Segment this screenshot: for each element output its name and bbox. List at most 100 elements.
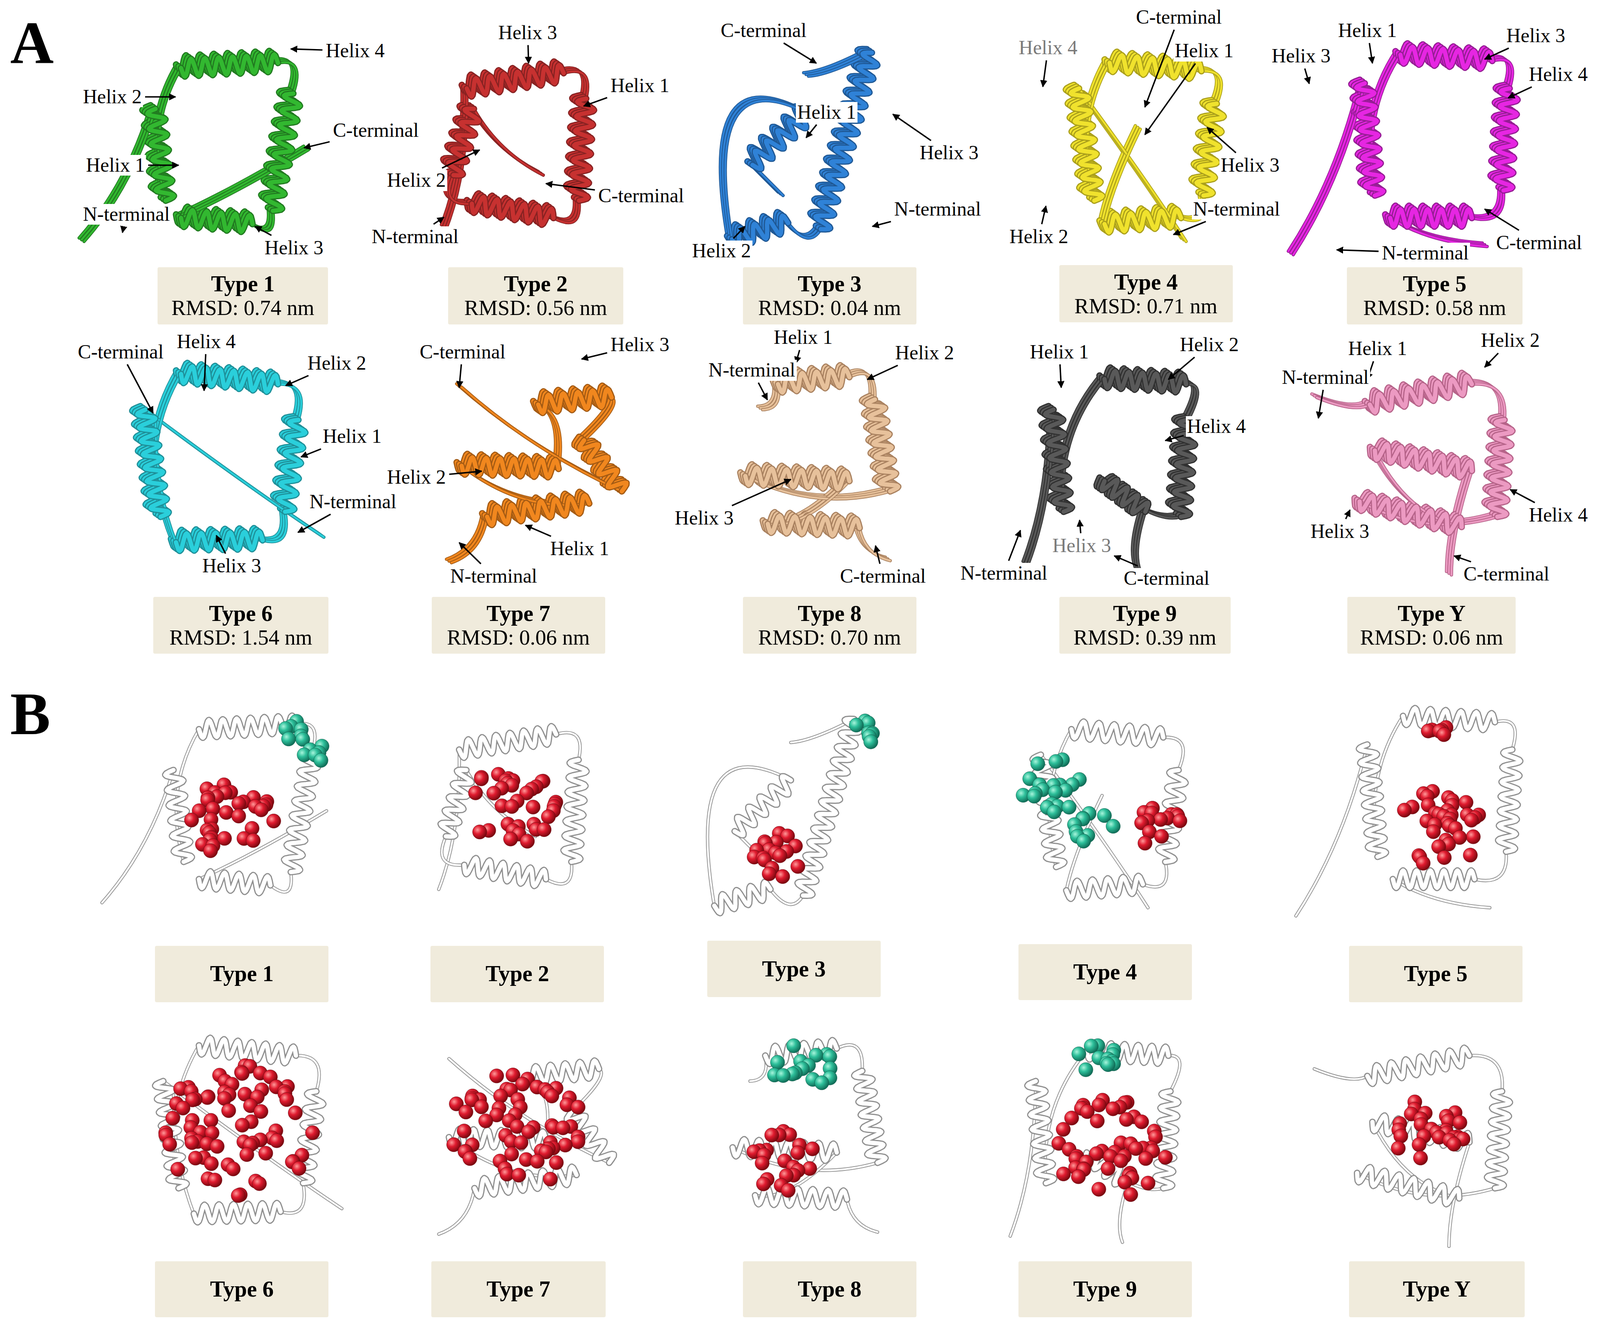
atom-sphere — [1078, 1062, 1093, 1077]
atom-sphere — [1458, 795, 1474, 810]
type-name: Type 4 — [1114, 270, 1178, 295]
loop-edge — [836, 1045, 863, 1072]
type-name: Type 4 — [1073, 960, 1137, 985]
loop — [1293, 83, 1365, 255]
leader-arrow — [216, 535, 226, 554]
atom-sphere — [225, 1162, 241, 1177]
loop — [1469, 1055, 1503, 1092]
atom-sphere — [1117, 1175, 1132, 1190]
structure-spheres — [1010, 1038, 1180, 1243]
loop — [553, 200, 580, 223]
atom-sphere — [1071, 1046, 1087, 1062]
helix-ribbon-edge — [1066, 875, 1143, 899]
helix-ribbon — [734, 776, 791, 836]
structure-ensemble — [1023, 367, 1198, 571]
leader-arrow — [145, 96, 176, 98]
helix-ribbon-edge — [1359, 495, 1462, 533]
loop-edge — [1137, 511, 1146, 571]
leader-arrow — [1484, 353, 1499, 368]
rmsd-value: RMSD: 0.70 nm — [758, 625, 901, 650]
loop — [145, 409, 325, 538]
type-box: Type 8 — [742, 1261, 917, 1318]
type-box: Type 9 — [1018, 1261, 1192, 1318]
atom-sphere — [472, 825, 487, 840]
structure-label: Helix 4 — [1527, 64, 1590, 85]
atom-sphere — [1056, 1122, 1071, 1137]
leader-arrow — [872, 221, 892, 227]
atom-sphere — [570, 1135, 585, 1150]
atom-sphere — [258, 1146, 273, 1161]
loop-edge — [1293, 83, 1365, 255]
leader-arrow — [1041, 206, 1047, 225]
ensemble-member — [446, 64, 595, 229]
loop-edge — [262, 511, 287, 542]
structure-label: Helix 3 — [1270, 45, 1332, 67]
loop — [473, 108, 544, 176]
leader-arrow — [1145, 29, 1175, 108]
leader-arrow — [459, 542, 481, 564]
leader-arrow — [581, 352, 607, 359]
panel-letter: A — [10, 12, 54, 74]
loop-edge — [295, 1055, 319, 1092]
helix-ribbon — [1495, 88, 1518, 191]
helix-ribbon-edge — [1104, 209, 1182, 233]
helix-ribbon — [1045, 409, 1072, 512]
atom-sphere — [203, 1113, 218, 1128]
helix-ribbon-edge — [714, 882, 771, 914]
loop — [252, 210, 274, 231]
ensemble-member — [137, 366, 325, 552]
atom-sphere — [184, 1135, 199, 1151]
loop — [1201, 71, 1222, 104]
structure-ensemble — [740, 365, 898, 561]
leader-arrow — [867, 365, 898, 380]
atom-sphere — [772, 848, 787, 864]
atom-sphere — [462, 1151, 477, 1167]
type-name: Type 3 — [761, 957, 826, 982]
loop — [859, 528, 891, 561]
atom-sphere — [269, 1133, 284, 1149]
helix-ribbon — [284, 755, 318, 873]
loop-edge — [473, 108, 544, 176]
loop-edge — [1494, 721, 1516, 750]
loop — [1494, 721, 1516, 750]
atom-sphere — [513, 1135, 529, 1151]
helix-ribbon — [474, 1166, 577, 1197]
rmsd-value: RMSD: 0.06 nm — [446, 625, 590, 650]
structure-label: N-terminal — [370, 226, 461, 248]
atom-sphere — [1027, 789, 1042, 804]
leader-arrows — [122, 29, 1535, 567]
structure-spheres — [102, 714, 329, 904]
atom-sphere — [165, 1111, 180, 1126]
helix-ribbon-edge — [866, 399, 899, 492]
atom-sphere — [1123, 1187, 1138, 1202]
atom-sphere — [474, 1099, 489, 1115]
atom-sphere — [529, 1154, 545, 1169]
helix-ribbon-edge — [155, 1081, 187, 1189]
loop — [1099, 477, 1177, 515]
structure-label: N-terminal — [308, 491, 398, 513]
leader-arrow — [1484, 209, 1520, 231]
loop-edge — [1290, 81, 1363, 254]
atom-sphere — [1466, 829, 1481, 845]
atom-sphere — [761, 866, 777, 882]
loop-edge — [1492, 59, 1513, 89]
atom-sphere — [1416, 856, 1431, 871]
atom-sphere — [519, 834, 535, 849]
type-name: Type 6 — [210, 1277, 274, 1302]
helix-ribbon-edge — [284, 755, 318, 873]
structure-label: Helix 3 — [1051, 535, 1113, 557]
atom-sphere — [253, 802, 269, 818]
atom-sphere — [511, 1168, 527, 1183]
atom-sphere — [549, 1155, 564, 1170]
loop-edge — [270, 872, 292, 892]
atom-sphere — [239, 1147, 254, 1162]
atom-sphere — [478, 1114, 493, 1129]
structure-spheres — [438, 726, 587, 890]
loop-edge — [252, 210, 274, 231]
type-name: Type 1 — [210, 962, 274, 987]
structure-label: N-terminal — [1191, 198, 1282, 220]
leader-arrow — [733, 226, 746, 239]
atom-sphere — [1140, 1176, 1155, 1191]
ensemble-member — [1314, 374, 1510, 574]
helix-ribbon-edge — [1487, 1091, 1511, 1189]
